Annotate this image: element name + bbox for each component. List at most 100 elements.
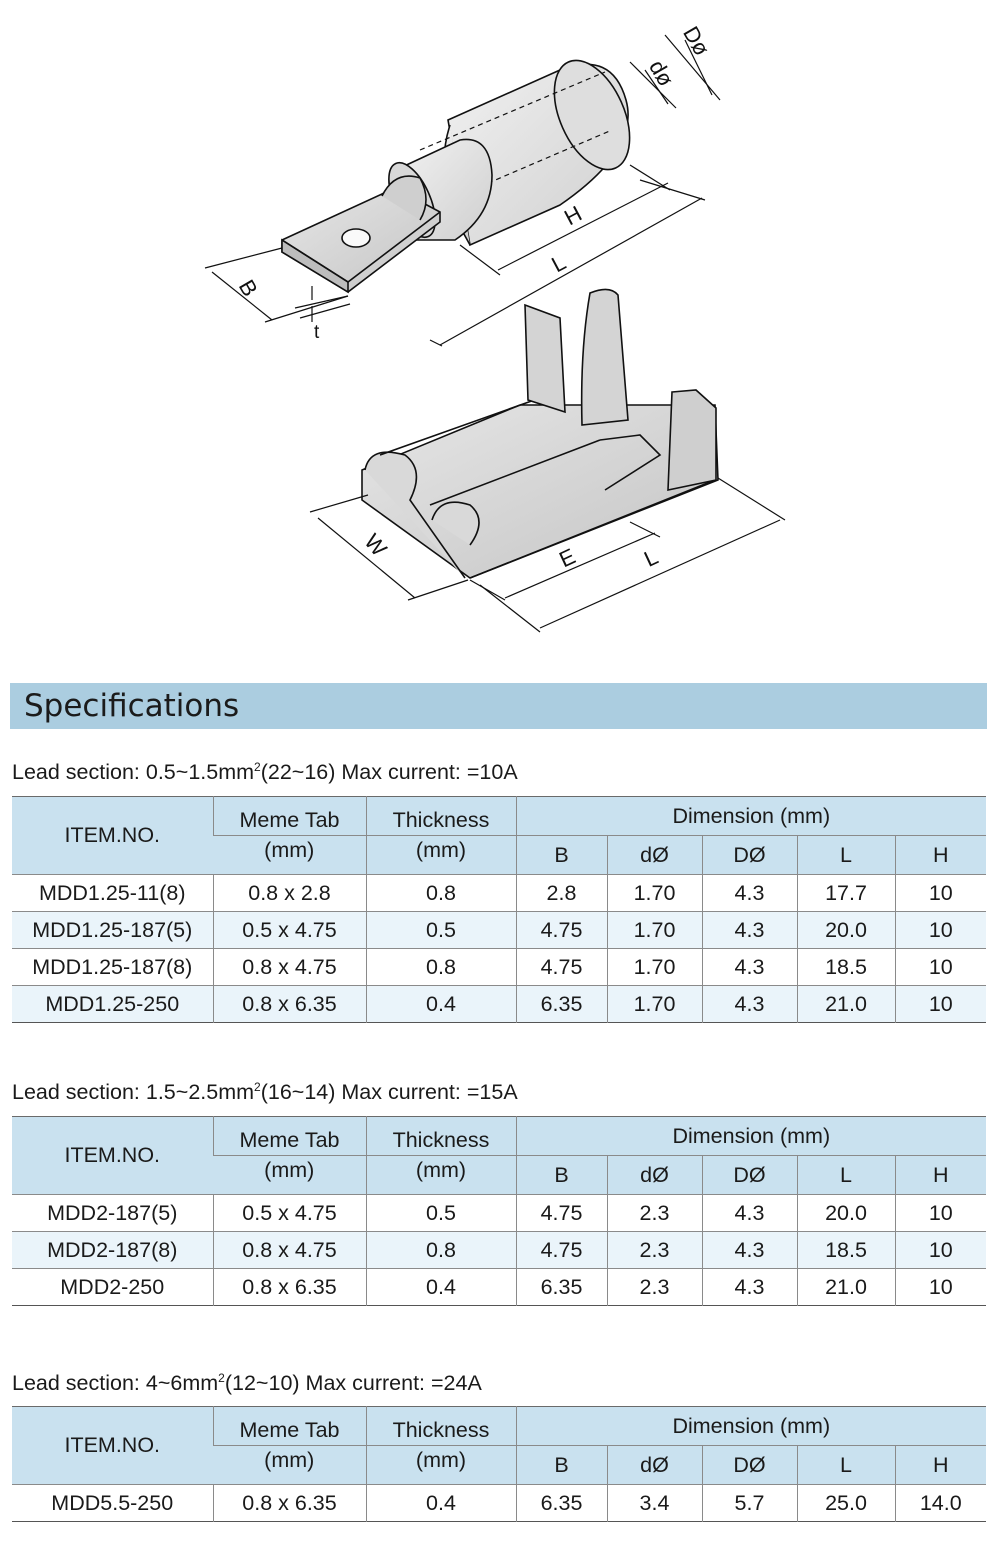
inner-bore-dashed <box>419 71 613 209</box>
header-d-outer: DØ <box>701 835 797 875</box>
cell-h: 10 <box>894 948 987 986</box>
cell-h: 10 <box>894 985 987 1023</box>
crimp-wing-2 <box>580 288 629 426</box>
cell-item-no: MDD5.5-250 <box>51 1490 174 1515</box>
header-dimension: Dimension (mm) <box>515 1116 987 1156</box>
sleeve-end-ellipse <box>553 59 631 171</box>
cell-d-outer: 5.7 <box>701 1484 797 1522</box>
cell-d-inner: 2.3 <box>606 1194 702 1232</box>
label-D-outer: Dø <box>678 22 714 60</box>
body-outline <box>361 404 719 579</box>
section-title-1-rest: (22~16) Max current: =10A <box>260 760 518 785</box>
cell-d-inner: 1.70 <box>606 874 702 912</box>
header-l: L <box>796 835 895 875</box>
section-title-3-sup: 2 <box>218 1371 225 1385</box>
label-B: B <box>234 275 263 300</box>
crimp-wing-1 <box>524 303 566 414</box>
cell-b: 6.35 <box>515 1268 607 1306</box>
header-b: B <box>515 1155 607 1195</box>
dim-L <box>439 197 703 346</box>
cell-tab: 0.8 x 4.75 <box>212 948 366 986</box>
section-title-3: Lead section: 4~6mm2(12~10) Max current:… <box>12 1371 482 1396</box>
section-title-1-text: Lead section: 0.5~1.5mm <box>12 760 255 785</box>
cell-d-outer: 4.3 <box>701 1268 797 1306</box>
cell-l: 20.0 <box>796 1194 895 1232</box>
header-dimension: Dimension (mm) <box>515 796 987 836</box>
cell-item-no: MDD1.25-187(5) <box>12 911 213 949</box>
dim-D <box>684 39 713 96</box>
header-tab: Meme Tab <box>212 1406 366 1446</box>
metal-body-view: W E L <box>309 288 786 633</box>
cell-d-outer: 4.3 <box>701 985 797 1023</box>
cell-h: 10 <box>894 1231 987 1269</box>
cell-b: 6.35 <box>515 1484 607 1522</box>
section-title-3-rest: (12~10) Max current: =24A <box>224 1371 482 1396</box>
header-h: H <box>894 835 987 875</box>
dim-B <box>211 271 273 321</box>
cell-d-outer: 4.3 <box>701 874 797 912</box>
header-thickness-unit: (mm) <box>365 835 516 875</box>
dim-L-bottom <box>539 519 781 629</box>
header-d-outer: DØ <box>701 1155 797 1195</box>
header-thickness: Thickness <box>365 1406 516 1446</box>
cell-tab: 0.8 x 4.75 <box>212 1231 366 1269</box>
header-thickness: Thickness <box>365 796 516 836</box>
header-d-inner: dØ <box>606 835 702 875</box>
insulated-terminal-view: Dø dø H L B t <box>204 22 721 347</box>
cell-l: 18.5 <box>796 1231 895 1269</box>
cell-item-no: MDD2-187(8) <box>12 1231 213 1269</box>
header-tab-unit: (mm) <box>213 1445 366 1485</box>
section-title-2-text: Lead section: 1.5~2.5mm <box>12 1080 255 1105</box>
cell-thickness: 0.4 <box>365 1268 516 1306</box>
cell-b: 4.75 <box>515 911 607 949</box>
cell-b: 4.75 <box>515 948 607 986</box>
cell-b: 4.75 <box>515 1231 607 1269</box>
label-L-top: L <box>547 249 570 277</box>
cell-b: 2.8 <box>515 874 607 912</box>
header-thickness-unit: (mm) <box>365 1155 516 1195</box>
cell-d-inner: 2.3 <box>606 1231 702 1269</box>
section-title-1: Lead section: 0.5~1.5mm2(22~16) Max curr… <box>12 760 518 785</box>
header-thickness: Thickness <box>365 1116 516 1156</box>
cell-tab: 0.8 x 2.8 <box>212 874 366 912</box>
cell-d-outer: 4.3 <box>701 1231 797 1269</box>
header-h: H <box>894 1445 987 1485</box>
dim-W <box>317 517 416 599</box>
cell-d-inner: 1.70 <box>606 911 702 949</box>
specifications-heading-bar: Specifications <box>10 683 987 729</box>
cell-b: 6.35 <box>515 985 607 1023</box>
section-title-2-sup: 2 <box>254 1080 261 1094</box>
crimp-wing-3 <box>667 389 717 491</box>
section-title-2-rest: (16~14) Max current: =15A <box>260 1080 518 1105</box>
cell-h: 10 <box>894 1194 987 1232</box>
tab-hole <box>341 228 371 248</box>
cell-thickness: 0.4 <box>365 985 516 1023</box>
label-d-inner: dø <box>644 56 678 91</box>
cell-d-inner: 3.4 <box>606 1484 702 1522</box>
cell-h: 14.0 <box>894 1484 987 1522</box>
specifications-heading: Specifications <box>24 688 240 724</box>
cell-l: 21.0 <box>796 985 895 1023</box>
cell-h: 10 <box>894 1268 987 1306</box>
cell-d-outer: 4.3 <box>701 1194 797 1232</box>
cell-tab: 0.8 x 6.35 <box>212 1268 366 1306</box>
header-tab-unit: (mm) <box>213 1155 366 1195</box>
header-dimension: Dimension (mm) <box>515 1406 987 1446</box>
cell-thickness: 0.8 <box>365 948 516 986</box>
cell-thickness: 0.8 <box>365 874 516 912</box>
section-title-2: Lead section: 1.5~2.5mm2(16~14) Max curr… <box>12 1080 518 1105</box>
cell-l: 20.0 <box>796 911 895 949</box>
cell-thickness: 0.4 <box>365 1484 516 1522</box>
cell-thickness: 0.8 <box>365 1231 516 1269</box>
cell-h: 10 <box>894 911 987 949</box>
